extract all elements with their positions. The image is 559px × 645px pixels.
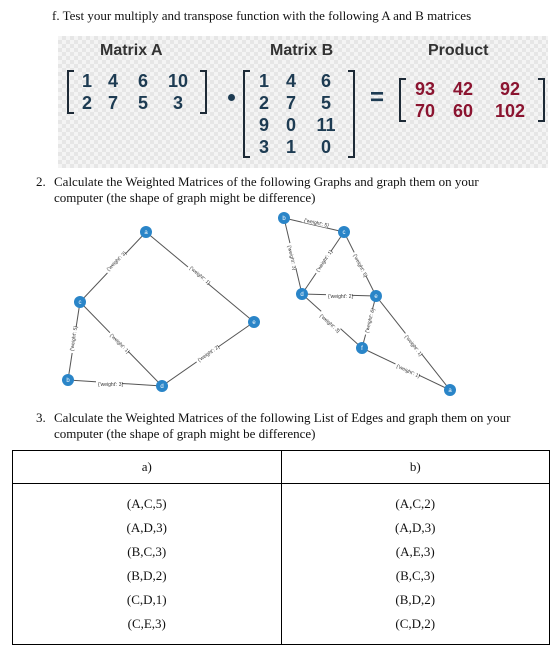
product-cell: 70 <box>414 101 436 121</box>
matrix-b-cell: 0 <box>285 115 296 135</box>
graph-1-edge-label: {'weight': 5} <box>69 325 79 351</box>
question-2: 2. Calculate the Weighted Matrices of th… <box>36 174 536 206</box>
graph-2-node <box>296 288 308 300</box>
graph-2-node <box>338 226 350 238</box>
equals-sign: = <box>370 84 385 111</box>
edge-entry: (A,D,3) <box>126 520 167 535</box>
graph-2-node-label: f <box>361 346 363 352</box>
matrix-a: 1 4 6 10 2 7 5 3 <box>67 70 207 114</box>
edges-table-column-a: (A,C,5) (A,D,3) (B,C,3) (B,D,2) (C,D,1) … <box>12 483 282 645</box>
graph-1-node-label: e <box>252 320 256 326</box>
graph-1: {'weight': 3} {'weight': 1} {'weight': 1… <box>62 226 260 392</box>
matrix-b-cell: 11 <box>316 115 336 135</box>
graph-1-node-label: c <box>79 300 82 306</box>
edges-table-column-b: (A,C,2) (A,D,3) (A,E,3) (B,C,3) (B,D,2) … <box>280 483 550 645</box>
product-cell: 92 <box>499 79 521 99</box>
edges-table: a) b) (A,C,5) (A,D,3) (B,C,3) (B,D,2) (C… <box>12 450 550 645</box>
product-cell: 42 <box>452 79 474 99</box>
matrix-b-cell: 9 <box>258 115 269 135</box>
edge-entry: (A,D,3) <box>395 520 436 535</box>
graph-2-edge-label: {'weight': 3} <box>286 245 298 271</box>
matrix-a-label: Matrix A <box>100 42 163 59</box>
matrix-b-cell: 3 <box>258 137 269 157</box>
matrix-b-label: Matrix B <box>270 42 334 59</box>
edge-entry: (A,E,3) <box>395 544 435 559</box>
part-f-text: f. Test your multiply and transpose func… <box>52 8 472 23</box>
graph-2-edge <box>283 217 345 233</box>
matrix-b-cell: 4 <box>285 71 296 91</box>
graph-2-node <box>370 290 382 302</box>
matrix-a-cell: 2 <box>81 93 92 113</box>
graph-2-edge-label: {'weight': 5} <box>303 218 329 230</box>
graph-1-node-label: a <box>144 230 148 236</box>
edges-table-header-a: a) <box>12 450 282 484</box>
graph-2-edge-label: {'weight': 1} <box>403 334 423 358</box>
graph-1-edge-label: {'weight': 1} <box>108 333 130 355</box>
graph-2-edge-label: {'weight': 2} <box>328 294 354 300</box>
graph-1-node-label: b <box>66 378 70 384</box>
matrix-a-cell: 6 <box>137 71 148 91</box>
matrix-b-cell: 6 <box>320 71 331 91</box>
graph-2-node-label: d <box>300 292 303 298</box>
edges-table-header-b: b) <box>280 450 550 484</box>
graph-1-edge-label: {'weight': 1} <box>188 265 211 286</box>
product-label: Product <box>428 42 489 59</box>
product-cell: 102 <box>494 101 526 121</box>
edge-entry: (B,D,2) <box>126 568 167 583</box>
graph-2-node <box>444 384 456 396</box>
graph-2-node-label: c <box>343 230 346 236</box>
matrix-b-cell: 1 <box>285 137 296 157</box>
matrix-b-cell: 5 <box>320 93 331 113</box>
matrix-image <box>58 36 548 168</box>
question-3-line2: computer (the shape of graph might be di… <box>54 426 316 441</box>
graph-1-node <box>74 296 86 308</box>
graph-1-node <box>156 380 168 392</box>
question-2-number: 2. <box>36 174 46 189</box>
matrix-a-cell: 5 <box>137 93 148 113</box>
edge-entry: (C,D,2) <box>395 616 436 631</box>
graph-2-node-label: a <box>448 388 452 394</box>
matrix-a-cell: 4 <box>107 71 118 91</box>
matrix-b-cell: 7 <box>285 93 296 113</box>
edge-entry: (C,E,3) <box>127 616 166 631</box>
edge-entry: (C,D,1) <box>126 592 167 607</box>
edge-entry: (A,C,2) <box>395 496 436 511</box>
graph-2-node <box>356 342 368 354</box>
graph-1-node-label: d <box>160 384 163 390</box>
question-2-line2: computer (the shape of graph might be di… <box>54 190 316 205</box>
question-2-line1: Calculate the Weighted Matrices of the f… <box>54 174 479 189</box>
graph-1-node <box>140 226 152 238</box>
product-cell: 93 <box>414 79 436 99</box>
matrix-a-cell: 1 <box>81 71 92 91</box>
matrix-a-cell: 10 <box>167 71 189 91</box>
matrix-b-cell: 0 <box>320 137 331 157</box>
question-3: 3. Calculate the Weighted Matrices of th… <box>36 410 546 442</box>
graph-2: {'weight': 5} {'weight': 3} {'weight': 1… <box>278 212 456 396</box>
multiply-dot-icon <box>228 94 235 101</box>
graph-2-edge-label: {'weight': 1} <box>395 364 421 380</box>
graph-2-node <box>278 212 290 224</box>
graph-2-node-label: e <box>374 294 378 300</box>
matrix-b: 1 4 6 2 7 5 9 0 11 3 1 0 <box>243 70 355 158</box>
edge-entry: (B,D,2) <box>395 592 436 607</box>
edge-entry: (B,C,3) <box>395 568 435 583</box>
graph-2-node-label: b <box>282 216 286 222</box>
product-cell: 60 <box>452 101 474 121</box>
question-3-number: 3. <box>36 410 46 425</box>
graph-1-edge-label: {'weight': 3} <box>106 250 128 272</box>
graph-1-node <box>62 374 74 386</box>
graph-1-edge-label: {'weight': 3} <box>98 382 124 388</box>
matrix-b-cell: 1 <box>258 71 269 91</box>
graph-2-edge-label: {'weight': 3} <box>318 313 341 335</box>
edge-entry: (B,C,3) <box>127 544 167 559</box>
question-3-line1: Calculate the Weighted Matrices of the f… <box>54 410 511 425</box>
graph-1-node <box>248 316 260 328</box>
product-matrix: 93 42 92 70 60 102 <box>399 78 545 122</box>
matrix-a-cell: 3 <box>172 93 183 113</box>
matrix-a-cell: 7 <box>107 93 118 113</box>
edge-entry: (A,C,5) <box>126 496 167 511</box>
matrix-b-cell: 2 <box>258 93 269 113</box>
